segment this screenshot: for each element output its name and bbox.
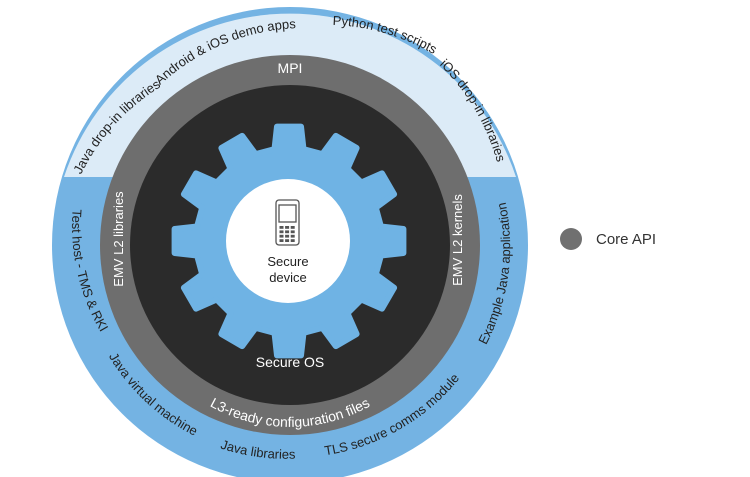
emv-l2-kernels-label: EMV L2 kernels <box>450 194 465 286</box>
phone-key <box>285 226 290 229</box>
phone-key <box>290 239 295 242</box>
phone-key <box>290 226 295 229</box>
emv-l2-libraries-label: EMV L2 libraries <box>111 191 126 287</box>
phone-key <box>290 230 295 234</box>
phone-key <box>290 234 295 238</box>
phone-icon <box>275 199 300 246</box>
phone-key <box>279 230 284 234</box>
legend-core-api-swatch <box>560 228 582 250</box>
phone-key <box>279 226 284 229</box>
secure-device-line1: Secure <box>267 254 308 269</box>
mpi-label: MPI <box>278 60 303 76</box>
phone-key <box>279 239 284 242</box>
phone-key <box>285 230 290 234</box>
phone-key <box>279 234 284 238</box>
phone-key <box>285 239 290 242</box>
legend-core-api-label: Core API <box>596 230 657 248</box>
legend: Core API <box>560 228 656 250</box>
secure-device-line2: device <box>269 270 307 285</box>
secure-os-label: Secure OS <box>256 354 324 370</box>
phone-key <box>285 234 290 238</box>
